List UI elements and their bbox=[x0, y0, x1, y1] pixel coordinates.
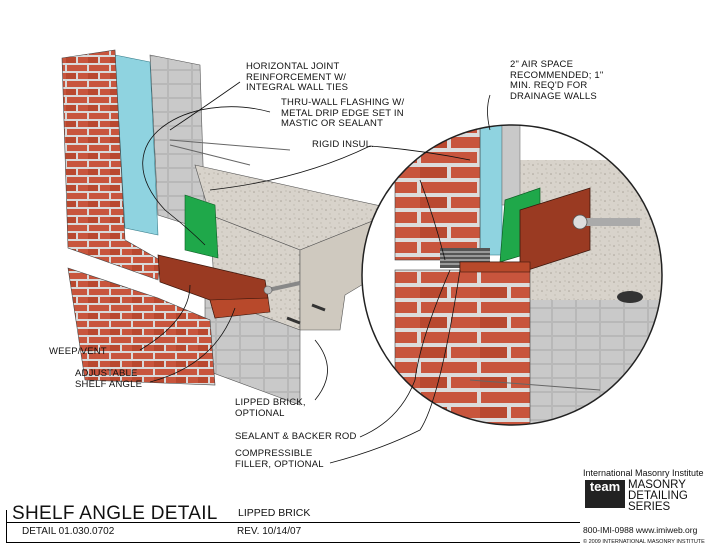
label-lipped-brick: LIPPED BRICK, OPTIONAL bbox=[235, 397, 306, 419]
label-rigid-insulation: RIGID INSUL. bbox=[312, 139, 375, 151]
leader-lines bbox=[139, 81, 491, 464]
label-shelf-angle: ADJUSTABLE SHELF ANGLE bbox=[75, 368, 143, 390]
label-line: RIGID INSUL. bbox=[312, 139, 375, 150]
label-line: RECOMMENDED; 1" bbox=[510, 69, 604, 81]
label-line: DRAINAGE WALLS bbox=[510, 90, 597, 102]
team-logo: team bbox=[585, 480, 625, 508]
contact-info: 800-IMI-0988 www.imiweb.org bbox=[583, 525, 698, 535]
label-air-space: 2" AIR SPACE RECOMMENDED; 1" MIN. REQ'D … bbox=[510, 59, 604, 102]
label-line: FILLER, OPTIONAL bbox=[235, 458, 324, 470]
team-logo-text: team bbox=[589, 479, 621, 494]
detail-number: DETAIL 01.030.0702 bbox=[22, 526, 115, 537]
series-line: DETAILING bbox=[628, 490, 688, 502]
organization-name: International Masonry Institute bbox=[583, 468, 704, 478]
label-line: MASTIC OR SEALANT bbox=[281, 118, 384, 129]
embedded-anchors bbox=[286, 303, 326, 325]
label-line: COMPRESSIBLE bbox=[235, 448, 313, 459]
copyright-notice: © 2009 INTERNATIONAL MASONRY INSTITUTE bbox=[583, 539, 705, 545]
revision-date: REV. 10/14/07 bbox=[237, 526, 302, 537]
label-weep-vent: WEEP/VENT bbox=[49, 346, 107, 358]
series-name: MASONRY DETAILING SERIES bbox=[628, 479, 688, 513]
label-thru-wall-flashing: THRU-WALL FLASHING W/ METAL DRIP EDGE SE… bbox=[281, 97, 405, 130]
title-block bbox=[6, 490, 580, 543]
label-line: THRU-WALL FLASHING W/ bbox=[281, 97, 405, 108]
label-line: ADJUSTABLE bbox=[75, 368, 138, 379]
drawing-title: SHELF ANGLE DETAIL bbox=[12, 503, 218, 524]
label-line: INTEGRAL WALL TIES bbox=[246, 82, 349, 93]
rigid-insulation bbox=[114, 54, 159, 236]
label-line: 2" AIR SPACE bbox=[510, 59, 574, 70]
label-joint-reinforcement: HORIZONTAL JOINT REINFORCEMENT W/ INTEGR… bbox=[246, 61, 349, 94]
title-border-left bbox=[6, 510, 7, 542]
label-line: SEALANT & BACKER ROD bbox=[235, 431, 357, 442]
thru-wall-flashing bbox=[184, 194, 219, 259]
label-line: LIPPED BRICK, bbox=[235, 397, 306, 408]
label-line: HORIZONTAL JOINT bbox=[246, 61, 340, 72]
label-line: METAL DRIP EDGE SET IN bbox=[281, 107, 404, 119]
label-sealant-backer-rod: SEALANT & BACKER ROD bbox=[235, 431, 357, 443]
label-compressible-filler: COMPRESSIBLE FILLER, OPTIONAL bbox=[235, 448, 324, 470]
enlarged-detail bbox=[362, 125, 662, 425]
label-line: SHELF ANGLE bbox=[75, 378, 143, 390]
label-line: MIN. REQ'D FOR bbox=[510, 80, 588, 91]
brick-veneer-lower bbox=[67, 267, 216, 386]
label-line: WEEP/VENT bbox=[49, 346, 107, 357]
title-divider bbox=[6, 522, 580, 523]
label-line: REINFORCEMENT W/ bbox=[246, 71, 347, 83]
series-line: MASONRY bbox=[628, 479, 686, 491]
title-border-bottom bbox=[6, 542, 580, 543]
series-line: SERIES bbox=[628, 501, 671, 513]
drawing-subtitle: LIPPED BRICK bbox=[238, 507, 311, 519]
label-line: OPTIONAL bbox=[235, 407, 285, 419]
